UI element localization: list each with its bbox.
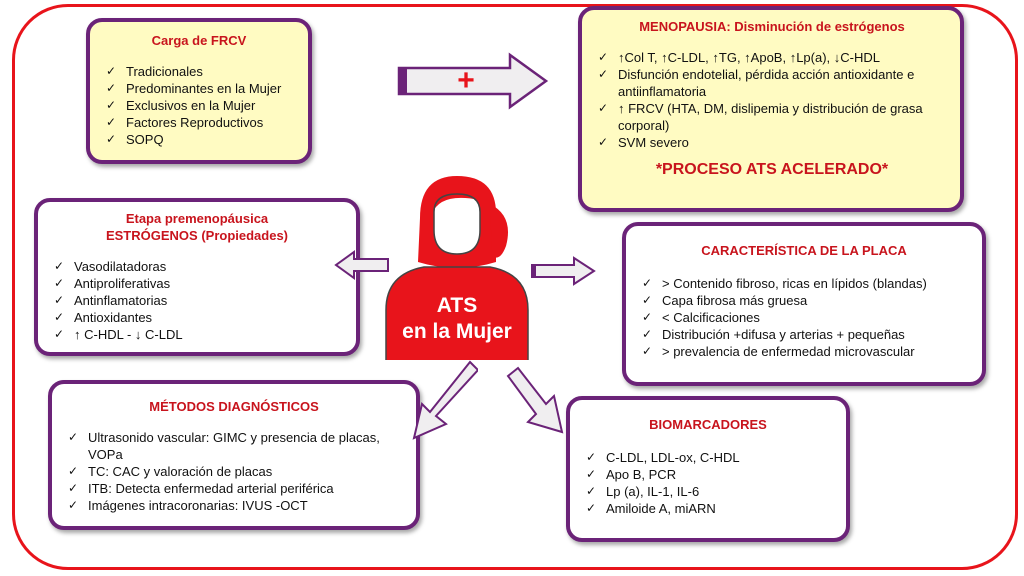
list-item: Antiproliferativas xyxy=(50,275,344,292)
list-item: Distribución +difusa y arterias + pequeñ… xyxy=(638,326,970,343)
list-item: Exclusivos en la Mujer xyxy=(102,97,296,114)
list-item: ↑ C-HDL - ↓ C-LDL xyxy=(50,326,344,343)
center-label-line1: ATS xyxy=(436,294,478,317)
estrogenos-title: ESTRÓGENOS (Propiedades) xyxy=(105,228,289,243)
list-item: < Calcificaciones xyxy=(638,309,970,326)
list-item: Antioxidantes xyxy=(50,309,344,326)
list-item: SOPQ xyxy=(102,131,296,148)
metodos-list: Ultrasonido vascular: GIMC y presencia d… xyxy=(64,429,404,514)
arrow-left-icon xyxy=(334,250,389,280)
list-item: Factores Reproductivos xyxy=(102,114,296,131)
list-item: Imágenes intracoronarias: IVUS -OCT xyxy=(64,497,404,514)
list-item: Vasodilatadoras xyxy=(50,258,344,275)
arrow-right-icon xyxy=(531,256,596,286)
list-item: Antinflamatorias xyxy=(50,292,344,309)
biomarcadores-list: C-LDL, LDL-ox, C-HDL Apo B, PCR Lp (a), … xyxy=(582,449,834,517)
outer-frame xyxy=(12,4,1018,570)
list-item: > prevalencia de enfermedad microvascula… xyxy=(638,343,970,360)
menopausia-list: ↑Col T, ↑C-LDL, ↑TG, ↑ApoB, ↑Lp(a), ↓C-H… xyxy=(594,49,950,151)
list-item: ITB: Detecta enfermedad arterial perifér… xyxy=(64,480,404,497)
premenopausica-title: Etapa premenopáusica xyxy=(125,211,269,226)
carga-frcv-list: Tradicionales Predominantes en la Mujer … xyxy=(102,63,296,148)
metodos-title: MÉTODOS DIAGNÓSTICOS xyxy=(149,399,319,414)
placa-list: > Contenido fibroso, ricas en lípidos (b… xyxy=(638,275,970,360)
carga-frcv-box: Carga de FRCV Tradicionales Predominante… xyxy=(86,18,312,164)
list-item: SVM severo xyxy=(594,134,950,151)
carga-frcv-title: Carga de FRCV xyxy=(151,33,247,48)
arrow-icon: + xyxy=(397,52,549,110)
metodos-box: MÉTODOS DIAGNÓSTICOS Ultrasonido vascula… xyxy=(48,380,420,530)
list-item: Disfunción endotelial, pérdida acción an… xyxy=(594,66,950,100)
list-item: Lp (a), IL-1, IL-6 xyxy=(582,483,834,500)
biomarcadores-title: BIOMARCADORES xyxy=(649,417,767,432)
biomarcadores-box: BIOMARCADORES C-LDL, LDL-ox, C-HDL Apo B… xyxy=(566,396,850,542)
proceso-ats-text: *PROCESO ATS ACELERADO* xyxy=(655,161,889,178)
list-item: ↑ FRCV (HTA, DM, dislipemia y distribuci… xyxy=(594,100,950,134)
list-item: ↑Col T, ↑C-LDL, ↑TG, ↑ApoB, ↑Lp(a), ↓C-H… xyxy=(594,49,950,66)
list-item: TC: CAC y valoración de placas xyxy=(64,463,404,480)
list-item: Capa fibrosa más gruesa xyxy=(638,292,970,309)
menopausia-title: MENOPAUSIA: Disminución de estrógenos xyxy=(639,19,905,34)
list-item: > Contenido fibroso, ricas en lípidos (b… xyxy=(638,275,970,292)
list-item: Amiloide A, miARN xyxy=(582,500,834,517)
woman-avatar-icon: ATS en la Mujer xyxy=(382,170,532,362)
premenopausica-list: Vasodilatadoras Antiproliferativas Antin… xyxy=(50,258,344,343)
list-item: Predominantes en la Mujer xyxy=(102,80,296,97)
arrow-down-right-icon xyxy=(506,366,564,434)
list-item: Ultrasonido vascular: GIMC y presencia d… xyxy=(64,429,404,463)
plus-icon: + xyxy=(457,64,475,97)
list-item: Tradicionales xyxy=(102,63,296,80)
list-item: Apo B, PCR xyxy=(582,466,834,483)
premenopausica-box: Etapa premenopáusica ESTRÓGENOS (Propied… xyxy=(34,198,360,356)
placa-box: CARACTERÍSTICA DE LA PLACA > Contenido f… xyxy=(622,222,986,386)
arrow-down-left-icon xyxy=(412,360,478,440)
placa-title: CARACTERÍSTICA DE LA PLACA xyxy=(701,243,907,258)
center-label-line2: en la Mujer xyxy=(402,320,512,343)
menopausia-box: MENOPAUSIA: Disminución de estrógenos ↑C… xyxy=(578,6,964,212)
list-item: C-LDL, LDL-ox, C-HDL xyxy=(582,449,834,466)
